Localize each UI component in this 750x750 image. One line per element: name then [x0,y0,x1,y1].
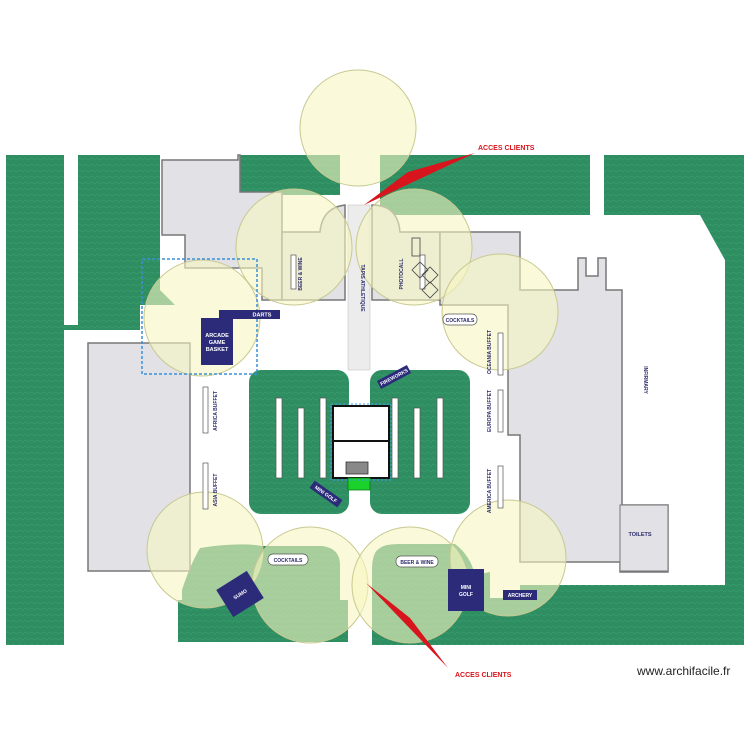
cocktails-bottom-badge: COCKTAILS [267,553,309,566]
table [497,389,504,433]
mini-golf-label-1: MINI [461,585,472,591]
arcade-label-3: BASKET [206,347,229,353]
asia-buffet-label: ASIA BUFFET [213,474,219,507]
photocall-label: PHOTOCALL [399,258,405,289]
table [391,397,399,479]
cocktails-bottom-label: COCKTAILS [274,558,303,564]
infirmary-label: INFIRMARY [642,366,648,394]
europa-buffet-label: EUROPA BUFFET [487,390,493,432]
beer-wine-bottom-badge: BEER & WINE [395,555,439,568]
beer-wine-bottom-label: BEER & WINE [400,560,434,566]
table [202,462,209,510]
entrance-top-label: ACCES CLIENTS [478,145,535,152]
cocktails-top-label: COCKTAILS [446,318,475,324]
mini-golf-block: MINI GOLF [448,569,484,611]
toilets-block [619,504,669,572]
table [497,332,504,376]
building-east [439,231,669,573]
coverage-circle [299,69,417,187]
photocall-decor [411,237,439,299]
archery-label: ARCHERY [508,593,533,599]
buffet-tables [202,254,504,510]
cocktails-top-badge: COCKTAILS [442,313,478,326]
table [319,397,327,479]
mini-golf-label-2: GOLF [459,592,473,598]
entrance-bottom-label: ACCES CLIENTS [455,672,512,679]
table [413,407,421,479]
arcade-label-2: GAME [209,340,226,346]
africa-buffet-label: AFRICA BUFFET [213,391,219,431]
america-buffet-label: AMERICA BUFFET [487,469,493,513]
table [297,407,305,479]
coverage-circle [235,188,353,306]
watermark: www.archifacile.fr [637,664,731,678]
entrance-bottom: ACCES CLIENTS [366,583,512,679]
archery-badge: ARCHERY [503,590,537,600]
arrow-icon [364,153,475,205]
table [202,386,209,434]
arcade-block: ARCADE GAME BASKET [201,318,233,365]
coverage-circle [355,188,473,306]
table [290,254,297,290]
grass-west [6,155,64,645]
entrance-top: ACCES CLIENTS [364,145,535,205]
coverage-circle [251,526,369,644]
oceania-buffet-label: OCEANIA BUFFET [487,330,493,374]
arcade-label-1: ARCADE [205,333,229,339]
grass-north-east [604,155,744,600]
sumo-block: SUMO [216,570,264,618]
table [497,465,504,509]
central-stage [330,403,392,491]
table [436,397,444,479]
table [275,397,283,479]
arrow-icon [366,583,448,668]
darts-badge: DARTS [219,310,280,319]
darts-label: DARTS [253,313,272,319]
beer-wine-top-label: BEER & WINE [298,257,304,291]
table [419,254,426,290]
toilets-label: TOILETS [628,532,651,538]
tapis-athletique-label: TAPIS ATHLETIQUE [359,264,365,312]
